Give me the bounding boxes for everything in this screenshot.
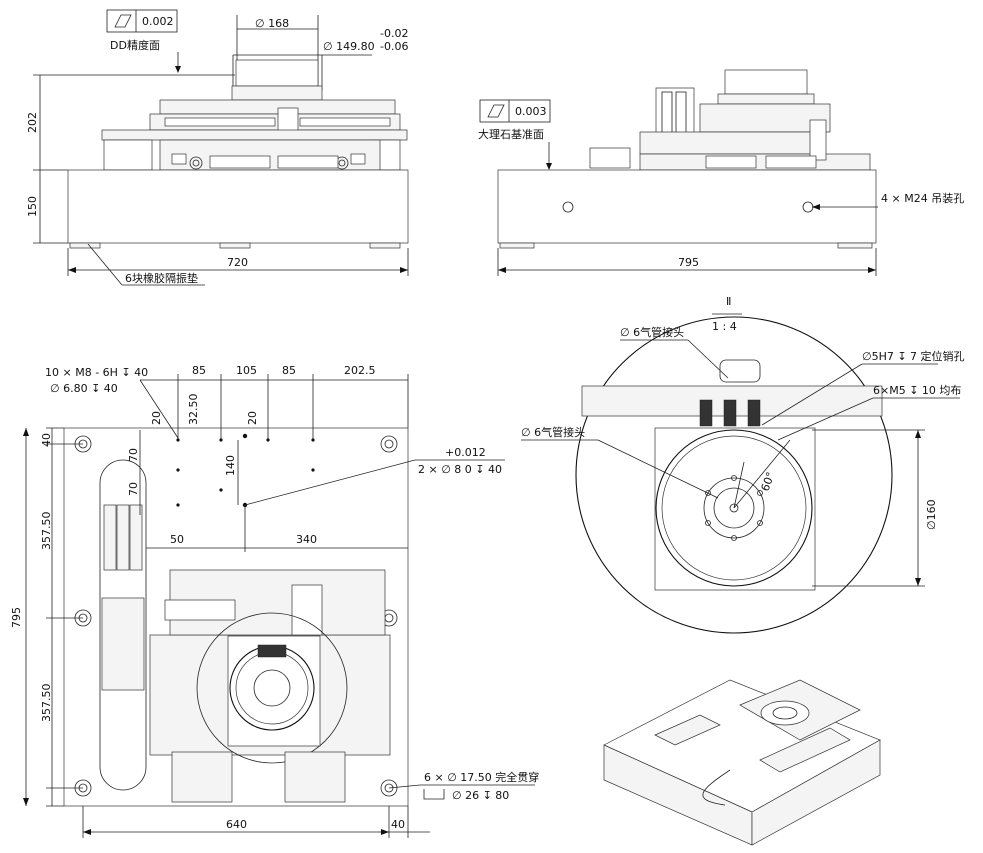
top-view: 10 × M8 - 6H ↧ 40 ∅ 6.80 ↧ 40 85 105 85 … [10,364,539,838]
dim-105: 105 [236,364,257,377]
dim-85b: 85 [282,364,296,377]
dim-20b: 20 [246,411,259,425]
dim-20a: 20 [150,411,163,425]
dim-dia-168: ∅ 168 [255,17,289,30]
thread-note-2: ∅ 6.80 ↧ 40 [50,382,118,395]
dim-795-side: 795 [678,256,699,269]
dim-202: 202 [26,112,39,133]
dim-640: 640 [226,818,247,831]
front-view: 0.002 DD精度面 ∅ 168 ∅ 149.80 -0.02 -0.06 2… [26,9,409,286]
dim-140: 140 [224,455,237,476]
thru-hole-note: 6 × ∅ 17.50 完全贯穿 [424,770,539,784]
bolt-holes [705,475,763,541]
side-flatness-frame [479,99,551,123]
flatness-label: DD精度面 [110,38,160,52]
flatness-frame [106,9,178,33]
detail-view: Ⅱ 1 : 4 ∅ 6气管接头 ∅5H7 ↧ 7 定位销孔 6×M5 ↧ 10 … [521,295,965,634]
detail-label: Ⅱ [726,295,731,308]
lift-note: 4 × M24 吊装孔 [881,192,964,205]
air-fitting-top: ∅ 6气管接头 [620,325,684,339]
flatness-value: 0.002 [142,15,174,28]
dim-dia-160: ∅160 [925,499,938,530]
pin-tolerance: +0.012 [445,446,486,459]
counterbore-icon [423,789,445,800]
dim-357-5a: 357.50 [40,512,53,551]
dim-85a: 85 [192,364,206,377]
thread-holes-note: 6×M5 ↧ 10 均布 [873,384,961,397]
dim-202-5: 202.5 [344,364,376,377]
dim-32-5: 32.50 [187,394,200,426]
thread-note-1: 10 × M8 - 6H ↧ 40 [45,366,148,379]
air-fitting-left: ∅ 6气管接头 [521,425,585,439]
dim-50: 50 [170,533,184,546]
side-view: 0.003 大理石基准面 4 × M24 吊装孔 795 [478,69,964,276]
dim-70b: 70 [127,482,140,496]
angle-60: 60° [759,470,778,493]
dim-340: 340 [296,533,317,546]
dim-40-top: 40 [40,433,53,447]
side-flatness-value: 0.003 [515,105,547,118]
dim-70a: 70 [127,448,140,462]
detail-scale: 1 : 4 [712,320,737,333]
dim-720: 720 [227,256,248,269]
dim-dia-149-80: ∅ 149.80 [323,40,375,53]
flatness-symbol-icon [114,14,132,28]
side-flatness-label: 大理石基准面 [478,127,544,141]
dim-795-top: 795 [10,607,23,628]
pin-hole-note: ∅5H7 ↧ 7 定位销孔 [862,349,965,363]
flatness-symbol-icon [487,104,505,118]
dim-150: 150 [26,196,39,217]
pad-note: 6块橡胶隔振垫 [125,271,198,285]
front-base [67,169,409,244]
dim-357-5b: 357.50 [40,684,53,723]
tol-lower: -0.06 [380,40,408,53]
dim-40-bottom: 40 [391,818,405,831]
tol-upper: -0.02 [380,27,408,40]
pin-note: 2 × ∅ 8 0 ↧ 40 [418,463,502,476]
isometric-view [603,679,881,846]
counterbore-note: ∅ 26 ↧ 80 [452,789,509,802]
